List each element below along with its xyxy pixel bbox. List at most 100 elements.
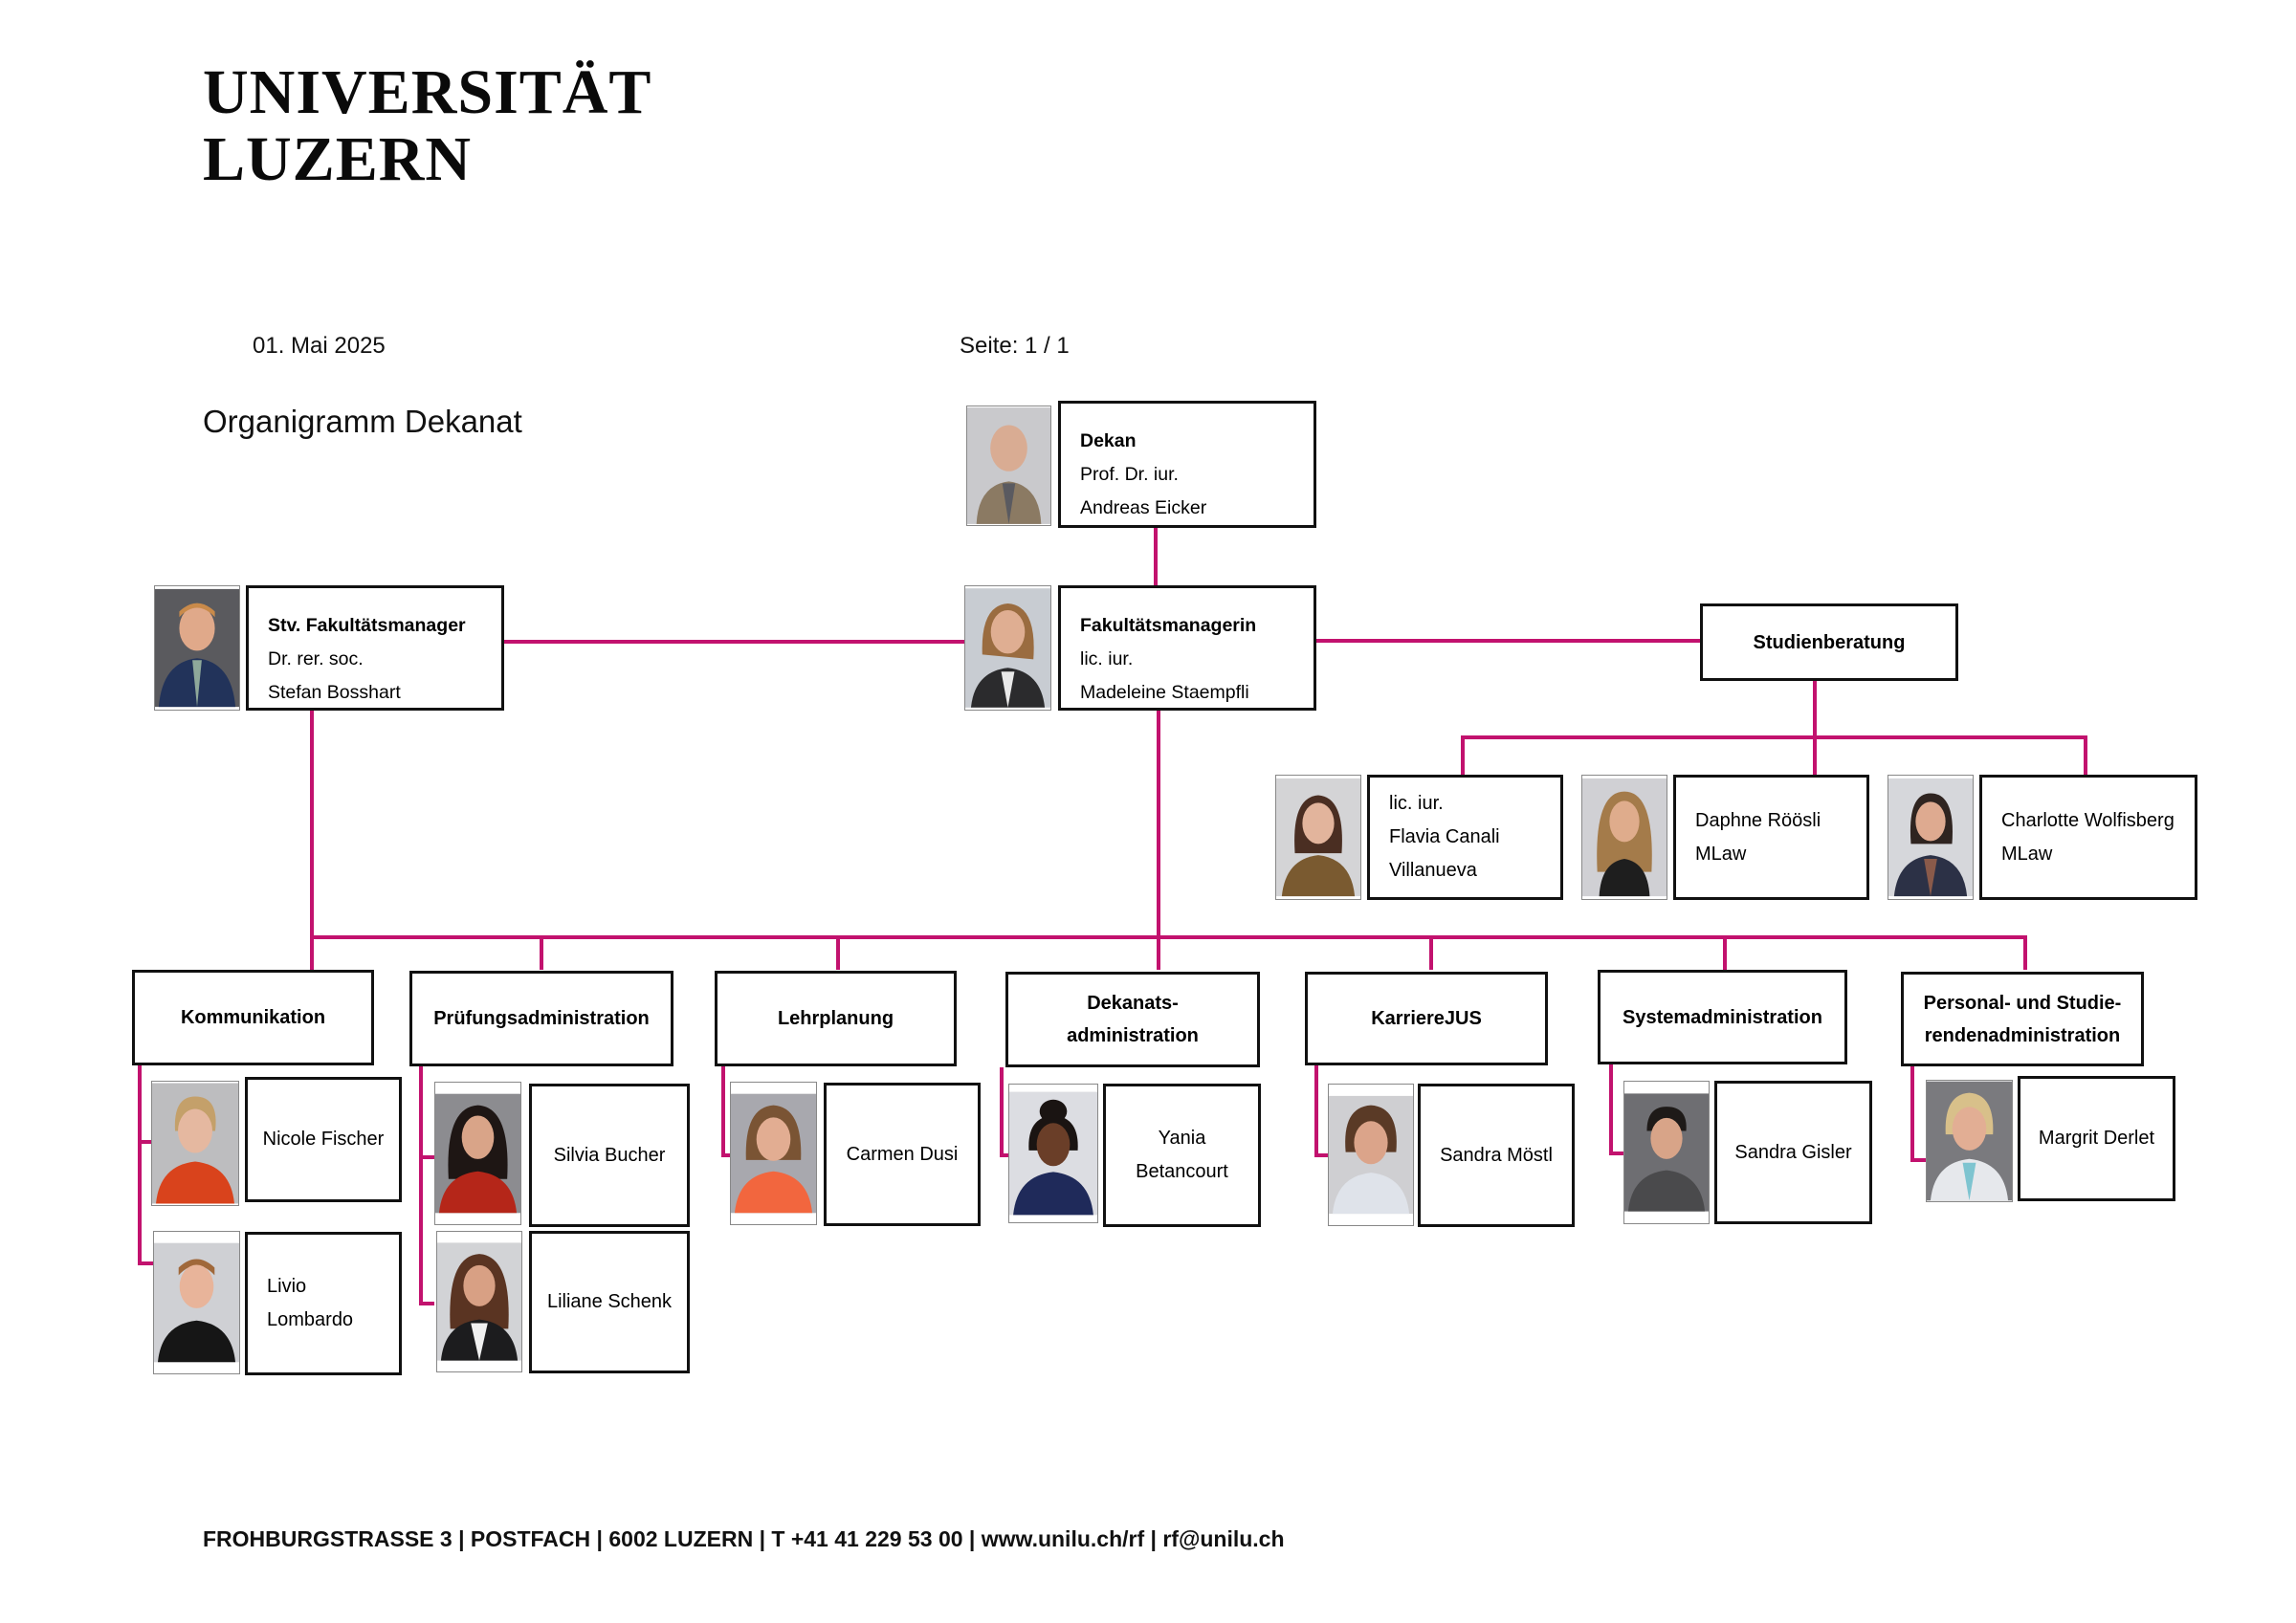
connector-line: [310, 935, 2027, 939]
member-photo: [151, 1081, 239, 1206]
portrait-icon: [154, 1242, 239, 1363]
member-photo: [1008, 1084, 1098, 1223]
connector-line: [540, 935, 543, 970]
member-name: Carmen Dusi: [846, 1143, 959, 1165]
connector-line: [2084, 735, 2087, 775]
connector-line: [310, 710, 314, 970]
role-label: Fakultätsmanagerin: [1080, 615, 1257, 636]
member-photo: [436, 1231, 522, 1372]
connector-line: [1461, 735, 2087, 739]
member-name: Sandra Gisler: [1734, 1141, 1852, 1163]
portrait-icon: [437, 1242, 521, 1361]
member-name: Betancourt: [1136, 1161, 1228, 1182]
portrait-icon: [1624, 1093, 1709, 1212]
portrait-icon: [1582, 778, 1667, 897]
member-box: Daphne Röösli MLaw: [1673, 775, 1869, 900]
manager-box: Fakultätsmanagerin lic. iur. Madeleine S…: [1058, 585, 1316, 711]
connector-line: [1000, 1067, 1004, 1157]
connector-line: [1314, 1065, 1318, 1157]
department-label: Personal- und Studie-: [1923, 992, 2122, 1014]
connector-line: [419, 1066, 423, 1305]
member-line: MLaw: [1695, 843, 1747, 865]
member-line: lic. iur.: [1389, 793, 1444, 814]
connector-line: [1154, 527, 1158, 585]
connector-line: [1723, 935, 1727, 970]
logo-line-2: LUZERN: [203, 124, 473, 194]
connector-line: [1813, 680, 1817, 775]
connector-line: [419, 1155, 434, 1159]
member-photo: [1275, 775, 1361, 900]
department-label: Systemadministration: [1623, 1006, 1822, 1028]
connector-line: [721, 1066, 725, 1157]
connector-line: [1461, 735, 1465, 775]
connector-line: [1000, 1153, 1012, 1157]
department-label: Kommunikation: [180, 1007, 326, 1028]
connector-line: [419, 1302, 434, 1305]
member-name: Sandra Möstl: [1440, 1144, 1553, 1166]
logo-line-1: UNIVERSITÄT: [203, 57, 652, 127]
member-name: Liliane Schenk: [546, 1291, 673, 1312]
member-box: Liliane Schenk: [529, 1231, 690, 1373]
member-name: Nicole Fischer: [262, 1129, 385, 1150]
connector-line: [138, 1065, 142, 1265]
connector-line: [1157, 710, 1160, 939]
member-line: Villanueva: [1389, 860, 1477, 881]
department-box: KarriereJUS: [1305, 972, 1548, 1065]
portrait-icon: [1009, 1091, 1097, 1216]
degree-label: Dr. rer. soc.: [268, 648, 364, 669]
department-box: Systemadministration: [1598, 970, 1847, 1064]
manager-photo: [964, 585, 1051, 711]
connector-line: [1609, 1064, 1613, 1155]
member-photo: [1328, 1084, 1414, 1226]
document-date: 01. Mai 2025: [253, 333, 386, 359]
member-box: Silvia Bucher: [529, 1084, 690, 1227]
department-box: Dekanats- administration: [1005, 972, 1260, 1067]
portrait-icon: [435, 1093, 520, 1214]
member-line: Flavia Canali: [1389, 826, 1500, 847]
connector-line: [721, 1153, 737, 1157]
department-box: Prüfungsadministration: [409, 971, 673, 1066]
degree-label: lic. iur.: [1080, 648, 1134, 669]
member-name: Livio: [267, 1276, 307, 1297]
department-box: Kommunikation: [132, 970, 374, 1065]
member-name: Lombardo: [267, 1309, 354, 1330]
connector-line: [1429, 935, 1433, 970]
portrait-icon: [1888, 778, 1973, 897]
footer-address: FROHBURGSTRASSE 3 | POSTFACH | 6002 LUZE…: [203, 1526, 1285, 1551]
member-box: Nicole Fischer: [245, 1077, 402, 1202]
department-box: Personal- und Studie- rendenadministrati…: [1901, 972, 2144, 1066]
university-logo: UNIVERSITÄT LUZERN: [203, 59, 651, 193]
member-name: Yania: [1158, 1128, 1206, 1149]
portrait-icon: [967, 407, 1050, 524]
connector-line: [503, 640, 964, 644]
portrait-icon: [965, 588, 1050, 708]
dekan-photo: [966, 406, 1051, 526]
connector-line: [1910, 1158, 1926, 1162]
member-photo: [730, 1082, 817, 1225]
person-name: Andreas Eicker: [1080, 497, 1207, 518]
connector-line: [1315, 639, 1700, 643]
member-photo: [1926, 1080, 2013, 1202]
member-line: Charlotte Wolfisberg: [2001, 809, 2175, 831]
page-number: Seite: 1 / 1: [960, 333, 1070, 359]
portrait-icon: [731, 1093, 816, 1214]
portrait-icon: [1927, 1081, 2012, 1201]
connector-line: [138, 1140, 154, 1144]
person-name: Madeleine Staempfli: [1080, 682, 1249, 703]
member-line: MLaw: [2001, 843, 2053, 865]
department-label: Prüfungsadministration: [433, 1008, 650, 1029]
portrait-icon: [1329, 1095, 1413, 1215]
connector-line: [1157, 935, 1160, 970]
connector-line: [836, 935, 840, 970]
member-box: Carmen Dusi: [824, 1083, 981, 1226]
deputy-photo: [154, 585, 240, 711]
member-photo: [1623, 1081, 1710, 1224]
degree-label: Prof. Dr. iur.: [1080, 464, 1179, 485]
member-box: Livio Lombardo: [245, 1232, 402, 1375]
connector-line: [138, 1261, 154, 1265]
member-box: Charlotte Wolfisberg MLaw: [1979, 775, 2197, 900]
member-photo: [1888, 775, 1974, 900]
unit-label: Studienberatung: [1753, 631, 1906, 653]
member-line: Daphne Röösli: [1695, 809, 1821, 831]
role-label: Stv. Fakultätsmanager: [268, 615, 466, 636]
